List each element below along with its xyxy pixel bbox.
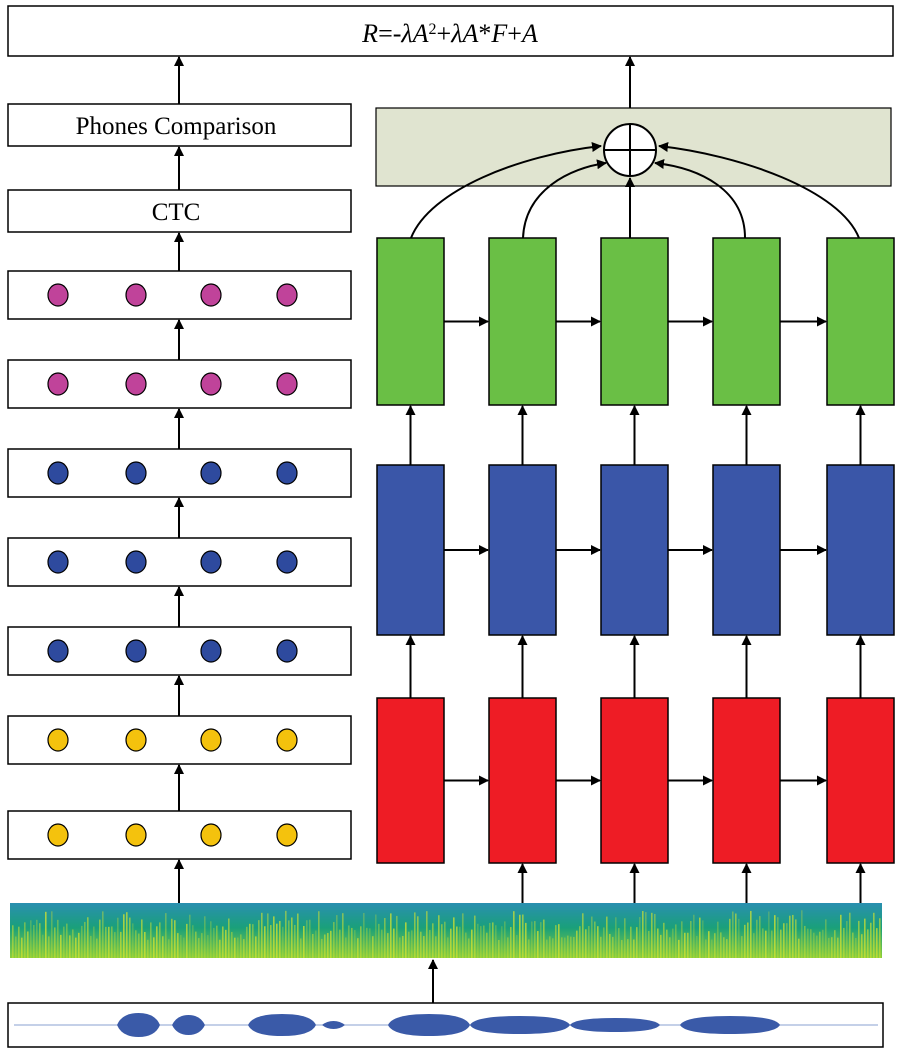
layer-node — [200, 550, 222, 574]
layer-node — [47, 461, 69, 485]
layer-node — [47, 728, 69, 752]
layer-node — [200, 283, 222, 307]
formula-part: λA — [400, 19, 428, 48]
reward-formula: R=-λA2+λA*F+A — [361, 19, 538, 48]
rnn-cell-middle — [376, 464, 445, 636]
layer-node — [125, 550, 147, 574]
layer-node — [47, 823, 69, 847]
phones-comparison-label: Phones Comparison — [76, 113, 277, 140]
formula-part: F — [490, 19, 508, 48]
left-stack-layers — [7, 270, 352, 860]
left-layer — [7, 537, 352, 587]
formula-part: R — [361, 19, 378, 48]
layer-node — [200, 728, 222, 752]
formula-part: A — [520, 19, 538, 48]
rnn-cell-bottom — [712, 697, 781, 864]
rnn-cell-middle — [826, 464, 895, 636]
layer-node — [47, 639, 69, 663]
formula-part: λA — [450, 19, 478, 48]
layer-node — [125, 639, 147, 663]
rnn-cell-middle — [600, 464, 669, 636]
layer-node — [200, 639, 222, 663]
rnn-cell-bottom — [600, 697, 669, 864]
left-layer — [7, 448, 352, 498]
layer-node — [47, 550, 69, 574]
merge-arrows — [410, 142, 860, 239]
layer-node — [200, 823, 222, 847]
left-layer — [7, 715, 352, 765]
layer-node — [276, 639, 298, 663]
layer-node — [125, 823, 147, 847]
left-layer — [7, 359, 352, 409]
layer-node — [276, 283, 298, 307]
rnn-cell-top — [376, 237, 445, 406]
merge-box — [375, 107, 892, 187]
left-layer — [7, 626, 352, 676]
reward-formula-box: R=-λA2+λA*F+A — [7, 5, 894, 57]
output-arrows — [174, 56, 635, 271]
rnn-cell-top — [826, 237, 895, 406]
left-layer — [7, 810, 352, 860]
layer-node — [200, 461, 222, 485]
left-layer — [7, 270, 352, 320]
layer-node — [200, 372, 222, 396]
formula-part: * — [478, 19, 491, 48]
layer-node — [276, 461, 298, 485]
layer-node — [276, 823, 298, 847]
waveform — [7, 1002, 884, 1048]
layer-node — [276, 372, 298, 396]
layer-node — [125, 461, 147, 485]
layer-node — [276, 728, 298, 752]
layer-node — [47, 372, 69, 396]
formula-part: =- — [378, 19, 401, 48]
rnn-cell-top — [712, 237, 781, 406]
rnn-cell-bottom — [488, 697, 557, 864]
formula-part: + — [507, 19, 522, 48]
phones-comparison-box: Phones Comparison — [7, 103, 352, 147]
rnn-cell-middle — [712, 464, 781, 636]
rnn-cell-middle — [488, 464, 557, 636]
right-stack-grid — [376, 237, 895, 864]
rnn-cell-top — [488, 237, 557, 406]
layer-node — [125, 283, 147, 307]
layer-node — [125, 728, 147, 752]
spectrogram-arrows — [174, 859, 866, 903]
spectrogram — [10, 903, 882, 958]
layer-node — [47, 283, 69, 307]
plus-circle-icon — [603, 123, 657, 177]
right-stack-arrows — [405, 316, 866, 786]
formula-part: + — [437, 19, 452, 48]
ctc-label: CTC — [152, 199, 201, 226]
rnn-cell-bottom — [826, 697, 895, 864]
rnn-cell-top — [600, 237, 669, 406]
layer-node — [125, 372, 147, 396]
formula-part: 2 — [429, 21, 437, 38]
layer-node — [276, 550, 298, 574]
rnn-cell-bottom — [376, 697, 445, 864]
ctc-box: CTC — [7, 189, 352, 233]
